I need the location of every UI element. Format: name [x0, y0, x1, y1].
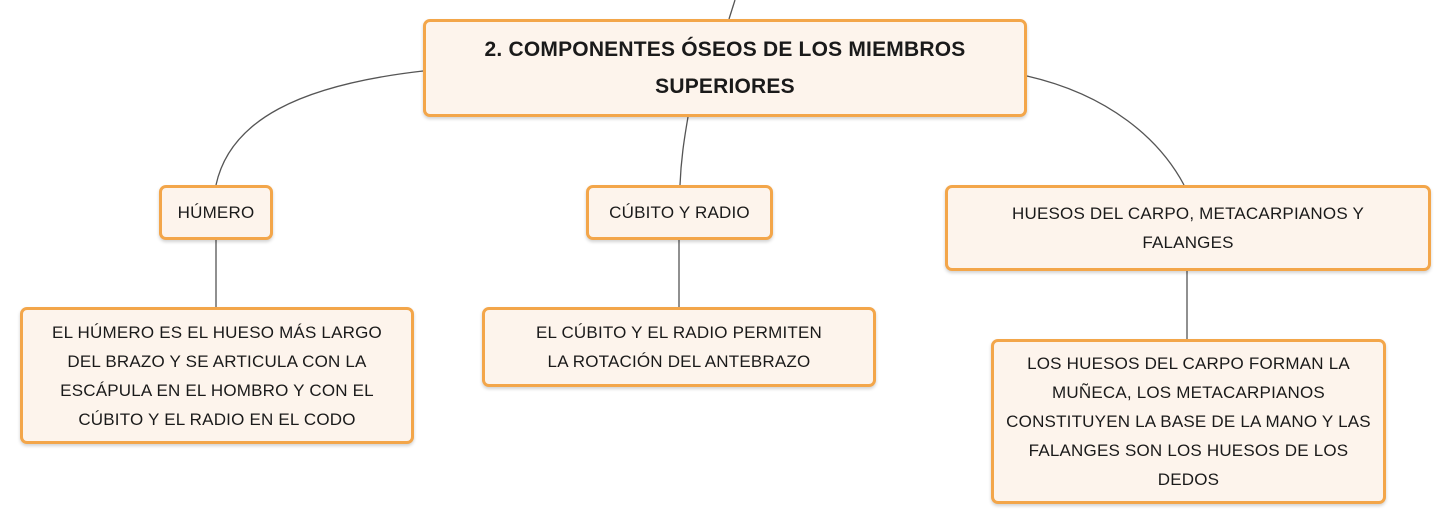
root-node-label: 2. COMPONENTES ÓSEOS DE LOS MIEMBROS SUP…: [484, 38, 966, 98]
branch-node-cubito-radio-label: CÚBITO Y RADIO: [609, 203, 750, 222]
branch-node-cubito-radio[interactable]: CÚBITO Y RADIO: [586, 185, 773, 240]
description-node-cubito-radio[interactable]: EL CÚBITO Y EL RADIO PERMITEN LA ROTACIÓ…: [482, 307, 876, 387]
connector-root-to-cubito-radio: [679, 116, 689, 186]
branch-node-humero-label: HÚMERO: [177, 203, 255, 222]
description-node-huesos-mano-text: LOS HUESOS DEL CARPO FORMAN LA MUÑECA, L…: [1006, 354, 1371, 489]
branch-node-huesos-mano[interactable]: HUESOS DEL CARPO, METACARPIANOS Y FALANG…: [945, 185, 1431, 271]
branch-node-huesos-mano-label: HUESOS DEL CARPO, METACARPIANOS Y FALANG…: [1011, 204, 1365, 252]
branch-node-humero[interactable]: HÚMERO: [159, 185, 273, 240]
root-node[interactable]: 2. COMPONENTES ÓSEOS DE LOS MIEMBROS SUP…: [423, 19, 1027, 117]
connector-root-to-humero: [215, 70, 424, 186]
connector-root-to-huesos-mano: [1026, 75, 1185, 186]
description-node-humero-text: EL HÚMERO ES EL HUESO MÁS LARGO DEL BRAZ…: [52, 322, 382, 429]
connector-root-parent: [728, 0, 736, 20]
description-node-cubito-radio-text: EL CÚBITO Y EL RADIO PERMITEN LA ROTACIÓ…: [535, 323, 823, 371]
description-node-huesos-mano[interactable]: LOS HUESOS DEL CARPO FORMAN LA MUÑECA, L…: [991, 339, 1386, 504]
description-node-humero[interactable]: EL HÚMERO ES EL HUESO MÁS LARGO DEL BRAZ…: [20, 307, 414, 444]
